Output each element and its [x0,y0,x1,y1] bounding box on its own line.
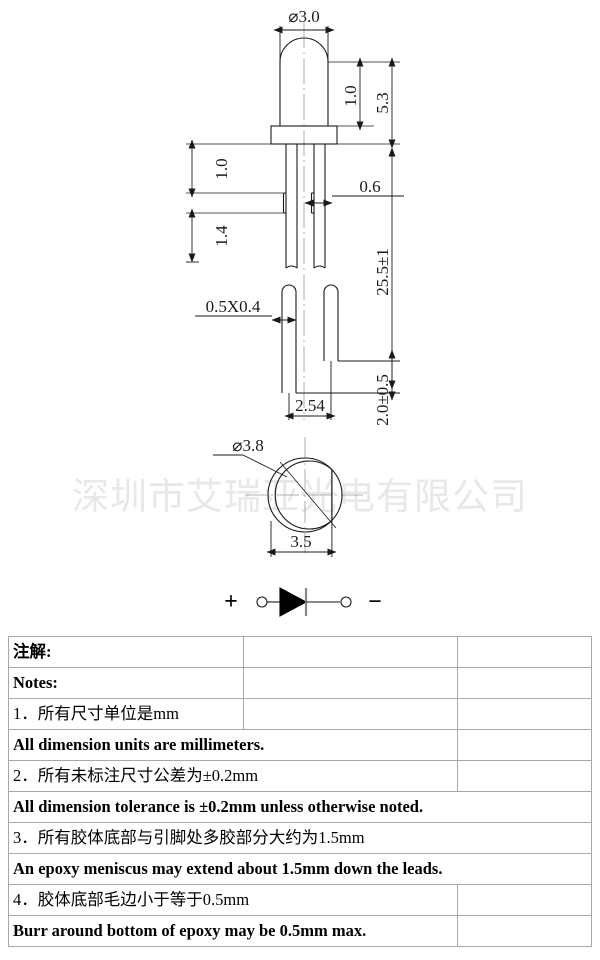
dim-lead-stop-bottom [186,208,199,263]
notes-cell-empty [457,667,592,699]
bottom-view-outer-circle [267,457,343,533]
notes-table-row: 4．胶体底部毛边小于等于0.5mm [8,884,592,916]
led-dome-outline [279,37,329,126]
notes-cell-text: Notes: [8,667,244,699]
notes-cell-empty [457,729,592,761]
dim-label-total-length: 25.5±1 [373,248,392,296]
notes-cell-text: 3．所有胶体底部与引脚处多胶部分大约为1.5mm [8,822,592,854]
dim-flange-diameter-leader [213,454,288,478]
notes-cell-empty [243,636,458,668]
company-watermark: 深圳市艾瑞亚光电有限公司 [72,475,528,518]
notes-cell-empty [457,698,592,730]
lead-cathode-outline [310,144,339,361]
bottom-view-centerlines [245,437,365,553]
dim-lead-stop-extension [186,143,283,214]
dim-label-flange-flat: 3.5 [290,532,311,551]
notes-table-row: An epoxy meniscus may extend about 1.5mm… [8,853,592,885]
notes-table-row: All dimension tolerance is ±0.2mm unless… [8,791,592,823]
dim-lead-stop-width [304,195,404,207]
polarity-label-anode: + [224,589,238,615]
notes-cell-text: All dimension units are millimeters. [8,729,458,761]
notes-cell-text: 注解: [8,636,244,668]
notes-cell-text: All dimension tolerance is ±0.2mm unless… [8,791,592,823]
dim-flange-flat [266,520,337,557]
dim-dome-diameter [273,26,335,62]
dim-lead-pitch [284,361,336,420]
notes-table-row: 2．所有未标注尺寸公差为±0.2mm [8,760,592,792]
notes-table-row: All dimension units are millimeters. [8,729,592,761]
notes-table-row: 1．所有尺寸单位是mm [8,698,592,730]
dim-label-lead-offset: 2.0±0.5 [373,374,392,426]
bottom-view-diagonal [279,461,337,529]
notes-cell-text: An epoxy meniscus may extend about 1.5mm… [8,853,592,885]
lead-anode-outline [281,144,298,393]
dim-label-dome-diameter: ⌀3.0 [288,7,320,26]
dim-label-lead-stop-bottom: 1.4 [212,225,231,247]
led-flange-outline [270,125,338,145]
notes-cell-text: Burr around bottom of epoxy may be 0.5mm… [8,915,458,947]
dim-label-flange-diameter: ⌀3.8 [232,436,264,455]
dim-label-body-height: 5.3 [373,92,392,113]
diode-symbol [256,587,352,617]
notes-table-row: Burr around bottom of epoxy may be 0.5mm… [8,915,592,947]
notes-cell-empty [457,884,592,916]
polarity-label-cathode: − [368,589,382,615]
notes-cell-text: 2．所有未标注尺寸公差为±0.2mm [8,760,458,792]
dim-label-lead-stop-top: 1.0 [212,158,231,179]
notes-cell-empty [457,760,592,792]
notes-cell-empty [457,636,592,668]
dim-label-lead-pitch: 2.54 [295,396,325,415]
led-outline-drawing: ⌀3.0 1.0 5.3 [186,7,404,617]
notes-cell-empty [243,667,458,699]
dim-label-lead-stop-width: 0.6 [359,177,380,196]
notes-cell-text: 1．所有尺寸单位是mm [8,698,244,730]
notes-table-row: Notes: [8,667,592,699]
dim-lead-cross-section [195,315,297,324]
bottom-view-inner-circle [274,460,333,530]
notes-cell-empty [457,915,592,947]
dim-label-lead-cross-section: 0.5X0.4 [206,297,261,316]
dim-label-dome-height: 1.0 [341,85,360,106]
dim-lead-offset [296,349,400,401]
notes-table-row: 3．所有胶体底部与引脚处多胶部分大约为1.5mm [8,822,592,854]
notes-table-row: 注解: [8,636,592,668]
notes-cell-text: 4．胶体底部毛边小于等于0.5mm [8,884,458,916]
notes-cell-empty [243,698,458,730]
